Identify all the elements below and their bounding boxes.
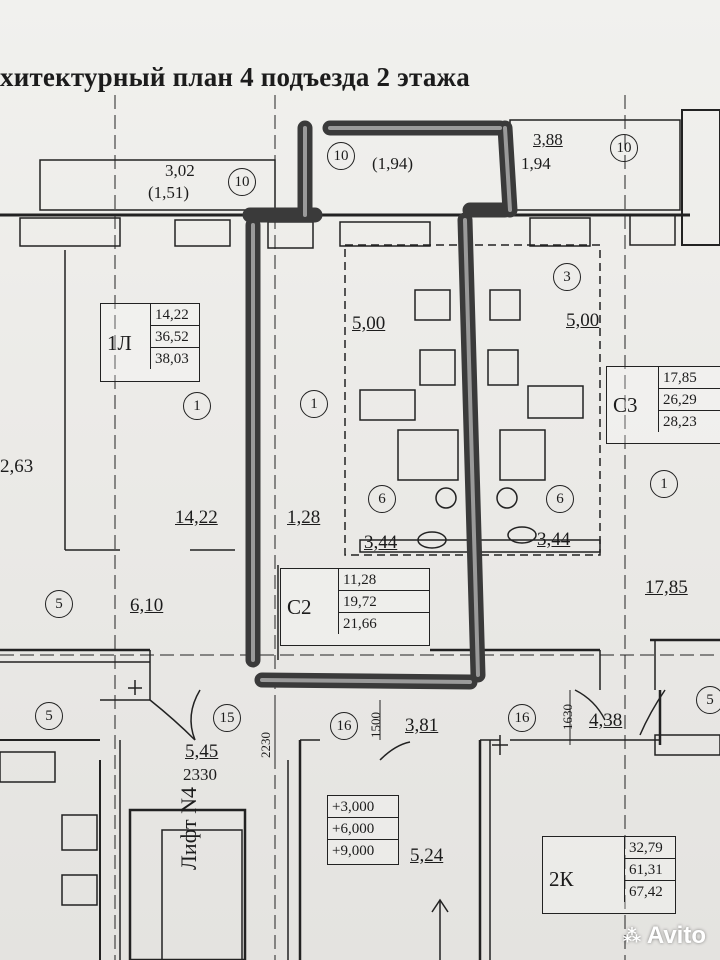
room-1l-area: 14,22: [175, 507, 218, 528]
marker-1-right: 1: [650, 470, 678, 498]
lift-label: Лифт N4: [176, 787, 201, 870]
apartment-2k-gross: 67,42: [629, 884, 663, 900]
kitchen-right-area: 5,00: [566, 310, 600, 331]
marker-5-right: 5: [696, 686, 720, 714]
apartment-1l-box: 1Л 14,22 36,52 38,03: [100, 303, 200, 382]
apartment-2k-total: 61,31: [625, 859, 675, 881]
apartment-c3-total: 26,29: [659, 389, 720, 411]
room-left-edge-area: 2,63: [0, 456, 34, 477]
marker-6-right: 6: [546, 485, 574, 513]
apartment-c2-total: 19,72: [339, 591, 429, 613]
corridor-16r-area: 4,38: [589, 710, 623, 731]
room-c3-area: 17,85: [645, 577, 688, 598]
corridor-16-area: 3,81: [405, 715, 439, 736]
balcony-right-area: 3,88: [533, 130, 563, 149]
apartment-1l-gross: 38,03: [155, 351, 189, 367]
plan-title: хитектурный план 4 подъезда 2 этажа: [0, 62, 471, 92]
apartment-2k-living: 32,79: [625, 837, 675, 859]
marker-1-left: 1: [183, 392, 211, 420]
stair-area: 5,24: [410, 845, 444, 866]
marker-16-left: 16: [330, 712, 358, 740]
kitchen-left-area: 5,00: [352, 313, 386, 334]
avito-watermark: ⁂ Avito: [623, 922, 706, 950]
marker-5-lower: 5: [35, 702, 63, 730]
apartment-c3-code: С3: [613, 393, 638, 417]
apartment-c2-living: 11,28: [339, 569, 429, 591]
corridor-16r-vdim: 1630: [560, 704, 575, 730]
apartment-c3-box: С3 17,85 26,29 28,23: [606, 366, 720, 444]
apartment-c2-gross: 21,66: [343, 616, 377, 632]
corridor-15-area: 5,45: [185, 741, 219, 762]
marker-6-left: 6: [368, 485, 396, 513]
apartment-1l-living: 14,22: [151, 304, 199, 326]
apartment-c2-code: С2: [287, 595, 312, 619]
corridor-15-vdim: 2230: [258, 732, 273, 758]
balcony-middle-code: 10: [327, 142, 355, 170]
marker-1-mid: 1: [300, 390, 328, 418]
balcony-left-area-half: (1,51): [148, 183, 190, 202]
balcony-left-area: 3,02: [165, 161, 195, 180]
marker-15: 15: [213, 704, 241, 732]
watermark-text: Avito: [646, 922, 706, 949]
apartment-2k-code: 2К: [549, 867, 574, 891]
marker-5-left: 5: [45, 590, 73, 618]
marker-16-right: 16: [508, 704, 536, 732]
watermark-dots-icon: ⁂: [622, 926, 642, 947]
apartment-2k-box: 2К 32,79 61,31 67,42: [542, 836, 676, 914]
marker-3: 3: [553, 263, 581, 291]
bath-right-area: 3,44: [537, 529, 571, 550]
apartment-c2-box: С2 11,28 19,72 21,66: [280, 568, 430, 646]
corridor-16-vdim: 1500: [368, 712, 383, 738]
apartment-1l-total: 36,52: [151, 326, 199, 348]
level-mark-2: +6,000: [328, 818, 398, 840]
balcony-right-area-half: 1,94: [521, 154, 551, 173]
corridor-15-dim: 2330: [183, 765, 217, 784]
balcony-middle-area-half: (1,94): [372, 154, 414, 173]
apartment-c3-living: 17,85: [659, 367, 720, 389]
balcony-left-code: 10: [228, 168, 256, 196]
level-mark-1: +3,000: [328, 796, 398, 818]
level-marks: +3,000 +6,000 +9,000: [327, 795, 399, 865]
balcony-right-code: 10: [610, 134, 638, 162]
hall-left-area: 6,10: [130, 595, 164, 616]
bath-left-area: 3,44: [364, 532, 398, 553]
apartment-1l-code: 1Л: [107, 331, 132, 355]
room-c2-area: 1,28: [287, 507, 321, 528]
level-mark-3: +9,000: [332, 843, 375, 859]
apartment-c3-gross: 28,23: [663, 414, 697, 430]
